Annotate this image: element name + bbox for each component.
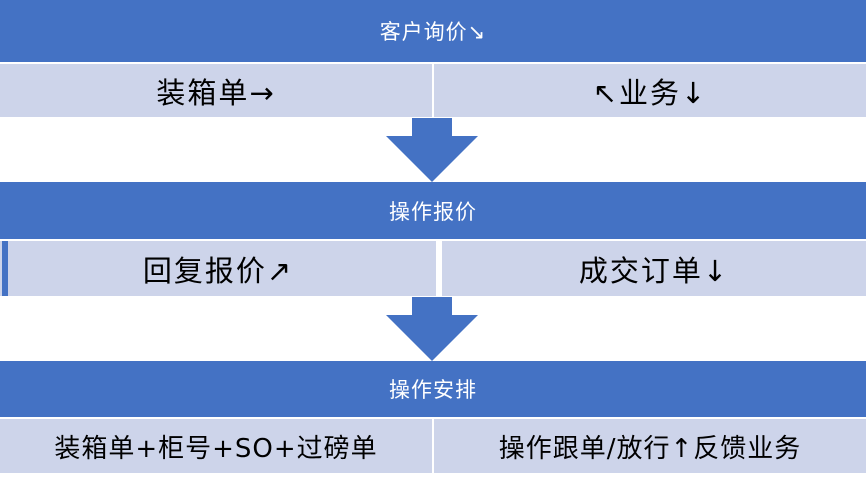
stage-2-right-cell: 成交订单↓ <box>442 241 866 296</box>
stage-2-left-accent <box>2 241 8 296</box>
stage-3-title: 操作安排 <box>389 378 477 402</box>
stage-2-left-cell: 回复报价↗ <box>0 241 436 296</box>
stage-3-left-text: 装箱单+柜号+SO+过磅单 <box>54 433 378 464</box>
stage-3-right-cell: 操作跟单/放行↑反馈业务 <box>434 419 866 473</box>
stage-1-header: 客户询价↘ <box>0 0 866 62</box>
stage-3-right-text: 操作跟单/放行↑反馈业务 <box>498 433 802 464</box>
stage-1-left-text: 装箱单→ <box>156 75 276 110</box>
stage-1-title: 客户询价↘ <box>379 20 487 44</box>
stage-3-header: 操作安排 <box>0 361 866 417</box>
stage-1-right-text: ↖业务↓ <box>592 75 708 110</box>
stage-2-left-text: 回复报价↗ <box>142 253 294 288</box>
stage-1-right-cell: ↖业务↓ <box>434 64 866 117</box>
stage-1-left-cell: 装箱单→ <box>0 64 432 117</box>
stage-2-header: 操作报价 <box>0 182 866 239</box>
stage-2-right-text: 成交订单↓ <box>578 253 730 288</box>
down-arrow-icon <box>386 118 478 182</box>
down-arrow-icon <box>386 297 478 361</box>
stage-2-title: 操作报价 <box>389 199 477 224</box>
stage-3-left-cell: 装箱单+柜号+SO+过磅单 <box>0 419 432 473</box>
